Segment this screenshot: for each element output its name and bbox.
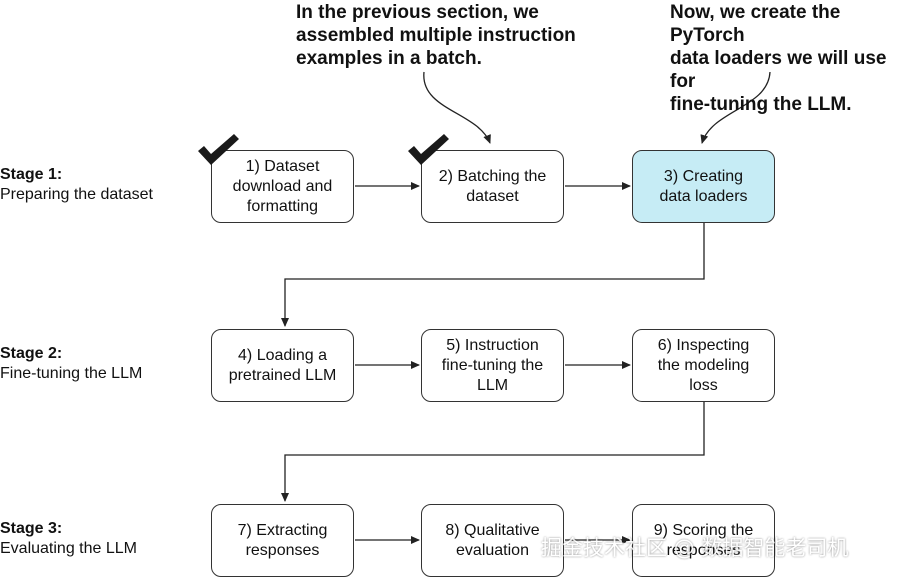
checkmark-icon [198, 134, 239, 165]
callout-previous-section: In the previous section, we assembled mu… [296, 2, 576, 69]
edge-3-4 [281, 223, 705, 327]
step-extracting-responses: 7) Extracting responses [211, 504, 354, 577]
step-creating-data-loaders: 3) Creating data loaders [632, 150, 775, 223]
callout-arrow-previous [423, 71, 491, 144]
step-scoring-responses: 9) Scoring the responses [632, 504, 775, 577]
step-instruction-fine-tuning: 5) Instruction fine-tuning the LLM [421, 329, 564, 402]
stage-1-label: Stage 1: Preparing the dataset [0, 165, 153, 205]
step-inspecting-loss: 6) Inspecting the modeling loss [632, 329, 775, 402]
stage-3-label: Stage 3: Evaluating the LLM [0, 519, 137, 559]
stage-subtitle: Fine-tuning the LLM [0, 365, 143, 382]
watermark: 掘金技术社区 @ 数据智能老司机 [541, 536, 849, 560]
stage-subtitle: Evaluating the LLM [0, 540, 137, 557]
step-batching-dataset: 2) Batching the dataset [421, 150, 564, 223]
callout-arrow-current [700, 71, 771, 144]
stage-title: Stage 2: [0, 345, 63, 362]
step-dataset-download: 1) Dataset download and formatting [211, 150, 354, 223]
checkmark-icon [408, 134, 449, 165]
stage-subtitle: Preparing the dataset [0, 186, 153, 203]
edge-6-7 [281, 402, 705, 502]
callout-current-section: Now, we create the PyTorch data loaders … [670, 2, 887, 115]
step-qualitative-evaluation: 8) Qualitative evaluation [421, 504, 564, 577]
stage-title: Stage 1: [0, 166, 63, 183]
step-loading-pretrained-llm: 4) Loading a pretrained LLM [211, 329, 354, 402]
stage-2-label: Stage 2: Fine-tuning the LLM [0, 344, 142, 384]
stage-title: Stage 3: [0, 520, 63, 537]
